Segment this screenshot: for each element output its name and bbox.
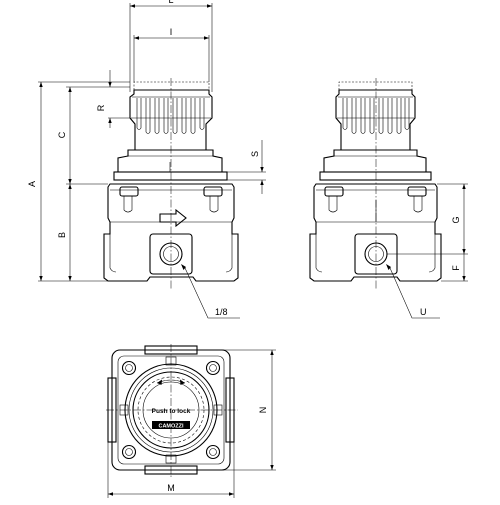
mounting-holes xyxy=(121,360,221,460)
dimension-I-label: I xyxy=(170,27,173,37)
top-body-outline xyxy=(111,349,231,471)
dimension-A: A xyxy=(27,82,43,281)
dimension-C: C xyxy=(57,87,72,184)
dimension-R-label: R xyxy=(96,104,106,111)
dimension-S-label: S xyxy=(250,151,260,157)
side-collar xyxy=(319,149,432,181)
dimension-N-label: N xyxy=(258,407,268,414)
dimension-N: N xyxy=(197,349,276,471)
dimension-F: F xyxy=(441,254,468,282)
dimension-I: I xyxy=(133,27,210,82)
port-callout-U: U xyxy=(386,264,440,319)
side-knob-ribs xyxy=(342,98,410,134)
side-body xyxy=(309,183,442,282)
dimension-B-label: B xyxy=(57,232,67,238)
port-callout-U-label: U xyxy=(420,307,427,317)
front-body xyxy=(103,183,239,282)
port-callout-1-8-label: 1/8 xyxy=(215,307,228,317)
front-collar xyxy=(113,149,228,181)
front-view: L I A C xyxy=(27,0,266,319)
knob-brand-text: CAMOZZI xyxy=(158,424,184,430)
dimension-R: R xyxy=(96,70,112,128)
dimension-L-label: L xyxy=(168,0,173,5)
knob-ribs xyxy=(136,98,205,134)
dimension-F-label: F xyxy=(451,265,461,271)
dimension-L: L xyxy=(129,0,213,92)
dimension-G-label: G xyxy=(451,216,461,223)
top-view: Push to lock CAMOZZI M N xyxy=(106,344,276,498)
dimension-B: B xyxy=(57,184,72,281)
knob-push-to-lock-text: Push to lock xyxy=(152,408,191,415)
side-knob xyxy=(335,81,416,151)
side-view: G F U xyxy=(309,78,468,319)
flow-arrow-icon xyxy=(159,208,187,228)
dimension-A-label: A xyxy=(27,181,37,187)
dimension-G: G xyxy=(387,183,468,255)
dimension-C-label: C xyxy=(57,131,67,138)
dimension-M-label: M xyxy=(167,483,175,493)
port-callout-1-8: 1/8 xyxy=(181,264,240,319)
top-knob: Push to lock CAMOZZI xyxy=(124,363,218,457)
dimension-S: S xyxy=(222,140,266,194)
